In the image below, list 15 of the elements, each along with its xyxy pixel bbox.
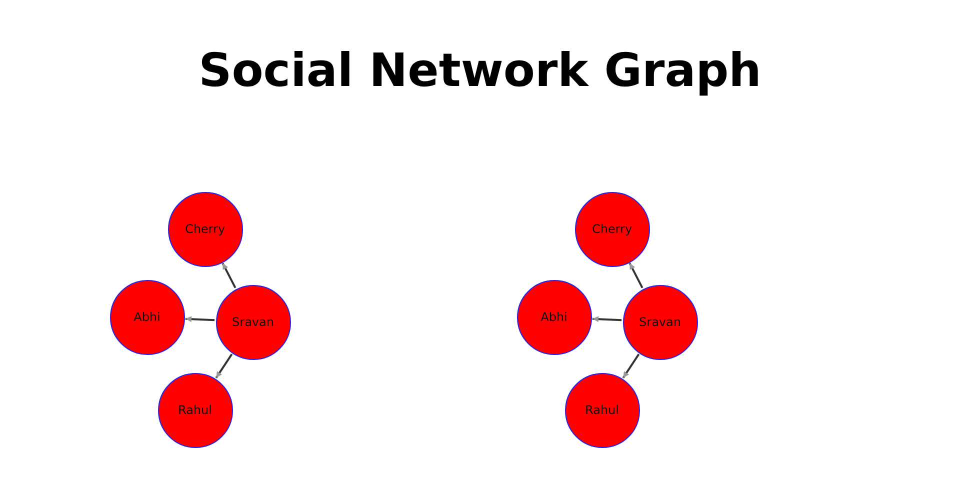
node-label: Sravan <box>232 315 274 329</box>
arrow <box>592 316 622 322</box>
node-label: Abhi <box>540 310 568 324</box>
node-label: Rahul <box>585 403 619 417</box>
chart-title: Social Network Graph <box>198 42 762 99</box>
node-label: Abhi <box>134 310 160 324</box>
arrow <box>215 354 233 378</box>
arrow <box>222 262 236 288</box>
arrow <box>185 316 215 322</box>
arrow <box>628 262 644 288</box>
node-label: Sravan <box>639 315 681 329</box>
node-label: Cherry <box>184 222 226 236</box>
node-label: Cherry <box>592 222 632 236</box>
arrow <box>622 354 640 378</box>
node-label: Rahul <box>178 403 212 417</box>
